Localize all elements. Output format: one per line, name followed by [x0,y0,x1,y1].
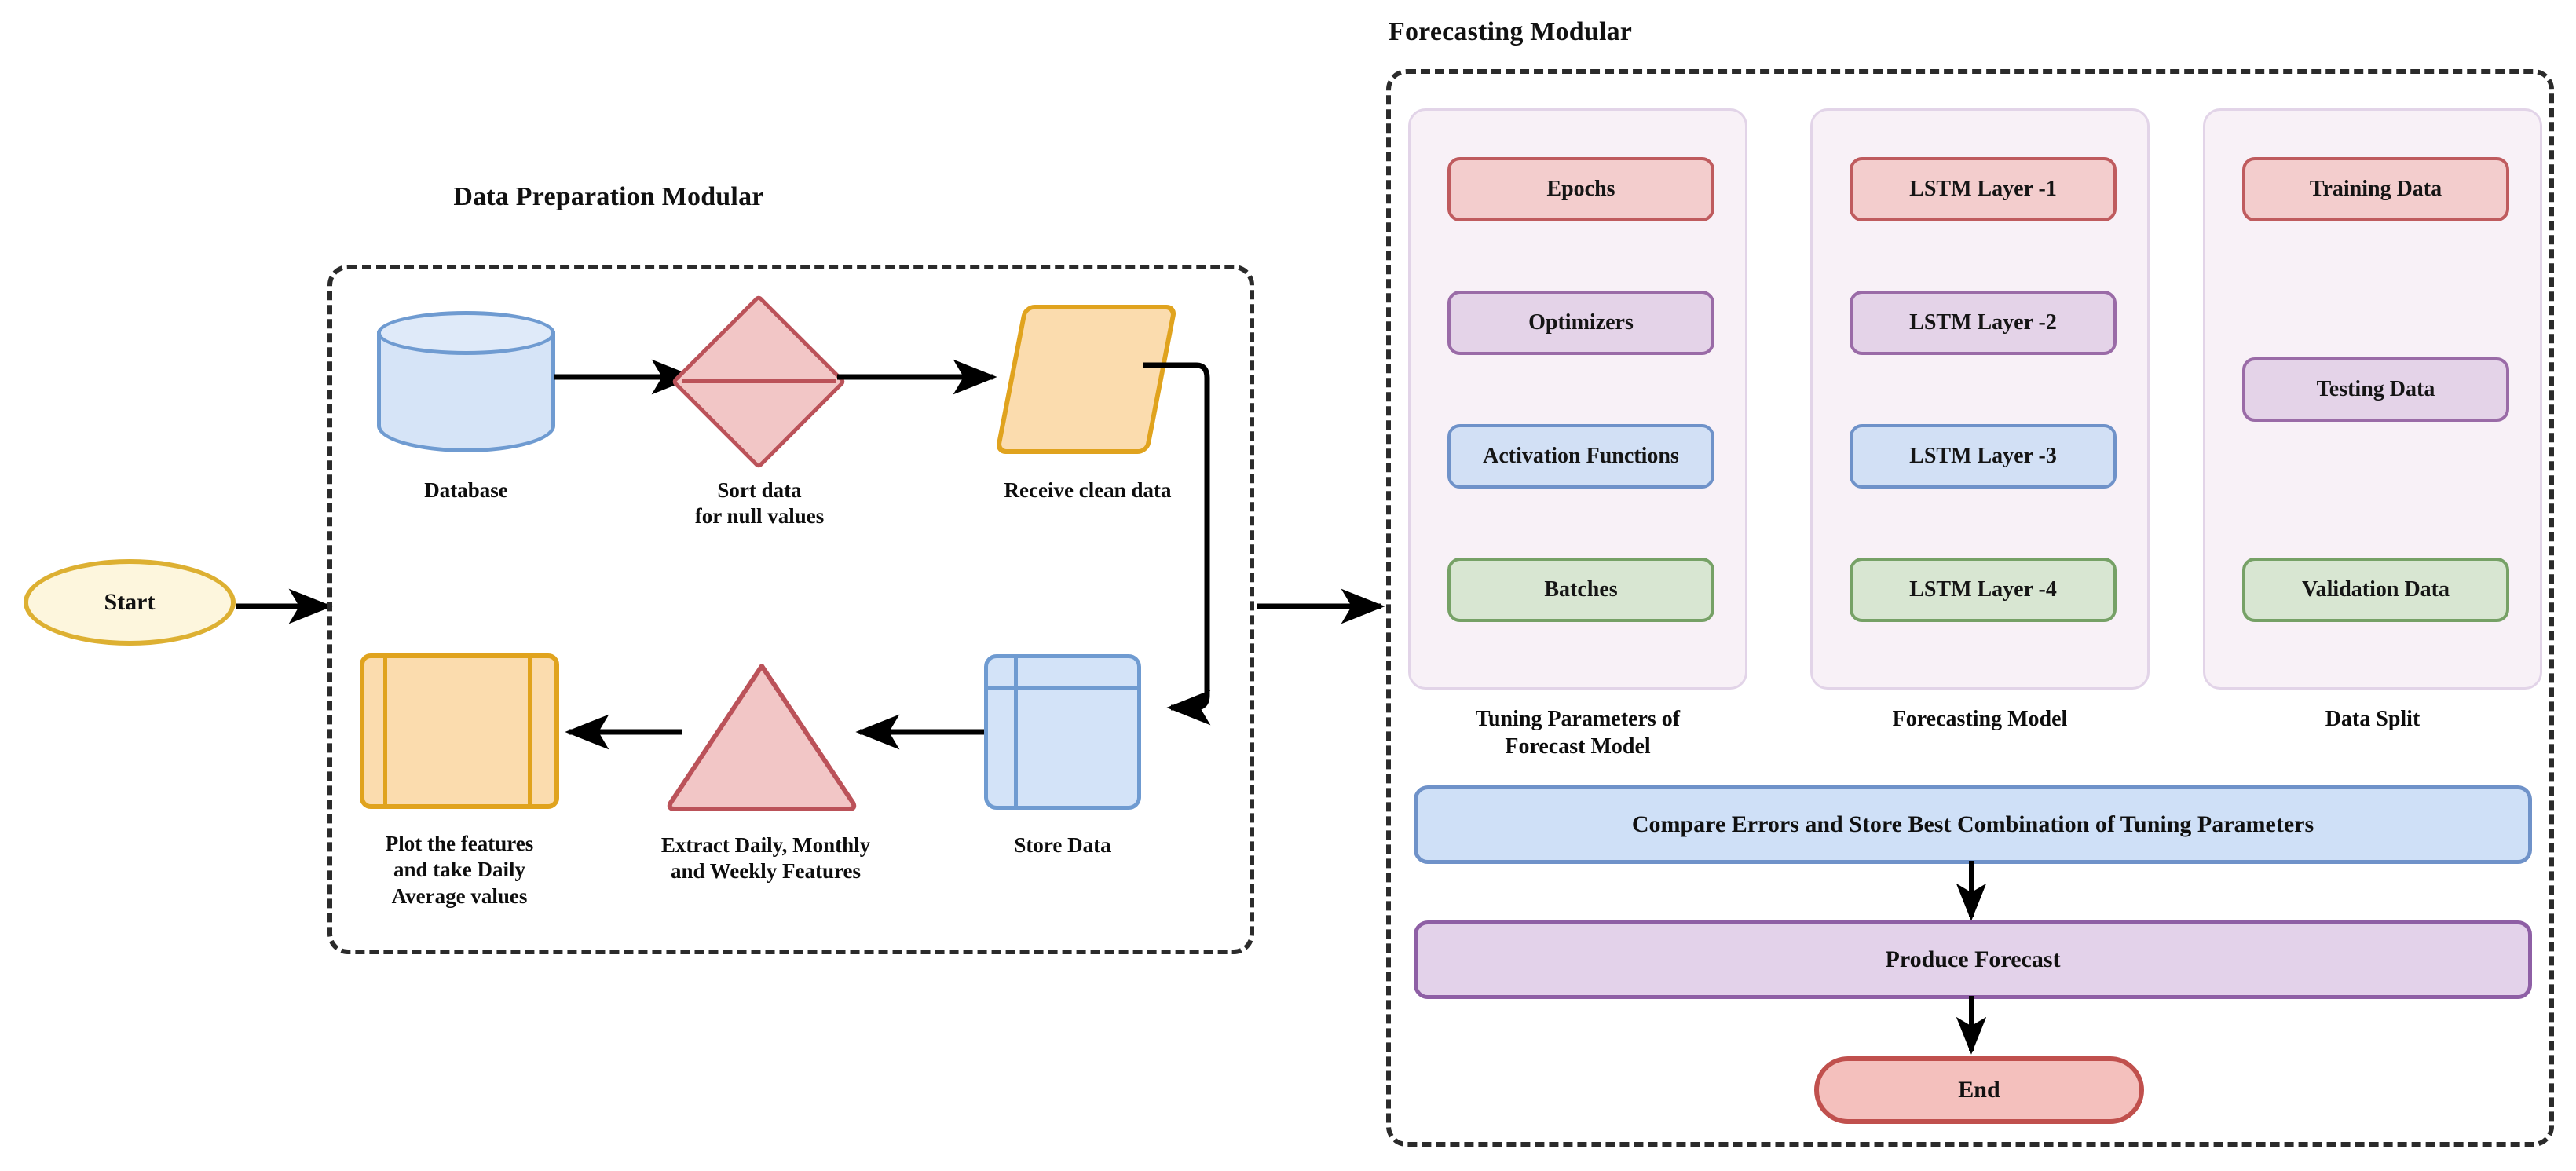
start-node[interactable]: Start [24,559,236,646]
node-store-data[interactable] [984,654,1141,810]
chip-lstm-layer-2-label: LSTM Layer -2 [1909,310,2057,335]
document-shape-icon [360,653,559,809]
node-database-label: Database [424,478,508,502]
arrow-database-to-sort [554,359,696,395]
panel-data-split-caption: Data Split [2325,707,2420,731]
chip-lstm-layer-4-label: LSTM Layer -4 [1909,577,2057,602]
panel-tuning-parameters-caption: Tuning Parameters of Forecast Model [1475,707,1681,759]
node-receive-clean-data-label: Receive clean data [1004,478,1172,502]
arrow-compare-to-produce [1956,861,1987,921]
bar-produce-forecast-label: Produce Forecast [1885,946,2061,972]
chip-lstm-layer-3-label: LSTM Layer -3 [1909,444,2057,468]
chip-epochs[interactable]: Epochs [1447,157,1714,221]
grid-shape-icon [984,654,1141,810]
arrow-produce-to-end [1956,996,1987,1055]
diamond-midline-icon [682,379,836,383]
chip-lstm-layer-2[interactable]: LSTM Layer -2 [1850,291,2117,355]
chip-training-data[interactable]: Training Data [2242,157,2509,221]
node-extract-features-label: Extract Daily, Monthly and Weekly Featur… [660,833,871,884]
page-title-data-preparation: Data Preparation Modular [453,182,764,211]
end-node[interactable]: End [1814,1056,2144,1124]
chip-lstm-layer-3[interactable]: LSTM Layer -3 [1850,424,2117,489]
arrow-receive-to-store-elbow [1143,362,1211,726]
arrow-dataprep-to-forecasting [1257,588,1385,624]
node-store-data-label: Store Data [1014,833,1111,857]
chip-testing-data-label: Testing Data [2316,377,2435,401]
chip-validation-data-label: Validation Data [2301,577,2450,602]
bar-produce-forecast[interactable]: Produce Forecast [1414,920,2532,999]
end-node-label: End [1958,1077,2000,1103]
panel-forecasting-model-caption: Forecasting Model [1892,707,2068,731]
forecasting-module-container [1386,69,2554,1147]
grid-vertical-line-icon [1014,658,1018,806]
grid-horizontal-line-icon [988,686,1137,690]
node-database[interactable] [377,311,555,452]
arrow-sort-to-receive [837,359,997,395]
chip-training-data-label: Training Data [2309,177,2442,201]
chip-optimizers[interactable]: Optimizers [1447,291,1714,355]
chip-validation-data[interactable]: Validation Data [2242,558,2509,622]
chip-lstm-layer-1[interactable]: LSTM Layer -1 [1850,157,2117,221]
chip-lstm-layer-1-label: LSTM Layer -1 [1909,177,2057,201]
node-sort-data-label: Sort data for null values [694,478,825,529]
chip-batches[interactable]: Batches [1447,558,1714,622]
bar-compare-errors[interactable]: Compare Errors and Store Best Combinatio… [1414,785,2532,864]
start-node-label: Start [104,589,156,615]
chip-testing-data[interactable]: Testing Data [2242,357,2509,422]
arrow-start-to-dataprep [236,588,333,624]
arrow-store-to-extract [855,714,984,750]
node-plot-features[interactable] [360,653,559,809]
chip-epochs-label: Epochs [1546,177,1615,201]
node-sort-data[interactable] [671,294,847,470]
page-title-forecasting: Forecasting Modular [1389,17,1633,46]
document-right-line-icon [528,657,532,805]
chip-activation-functions-label: Activation Functions [1483,444,1679,468]
data-preparation-module-container [327,265,1254,954]
arrow-extract-to-plot [565,714,682,750]
node-plot-features-label: Plot the features and take Daily Average… [385,832,534,908]
bar-compare-errors-label: Compare Errors and Store Best Combinatio… [1631,811,2314,837]
chip-batches-label: Batches [1544,577,1618,602]
chip-activation-functions[interactable]: Activation Functions [1447,424,1714,489]
document-left-line-icon [383,657,387,805]
chip-optimizers-label: Optimizers [1528,310,1634,335]
cylinder-top-icon [377,311,555,355]
chip-lstm-layer-4[interactable]: LSTM Layer -4 [1850,558,2117,622]
node-extract-features[interactable] [664,658,860,814]
